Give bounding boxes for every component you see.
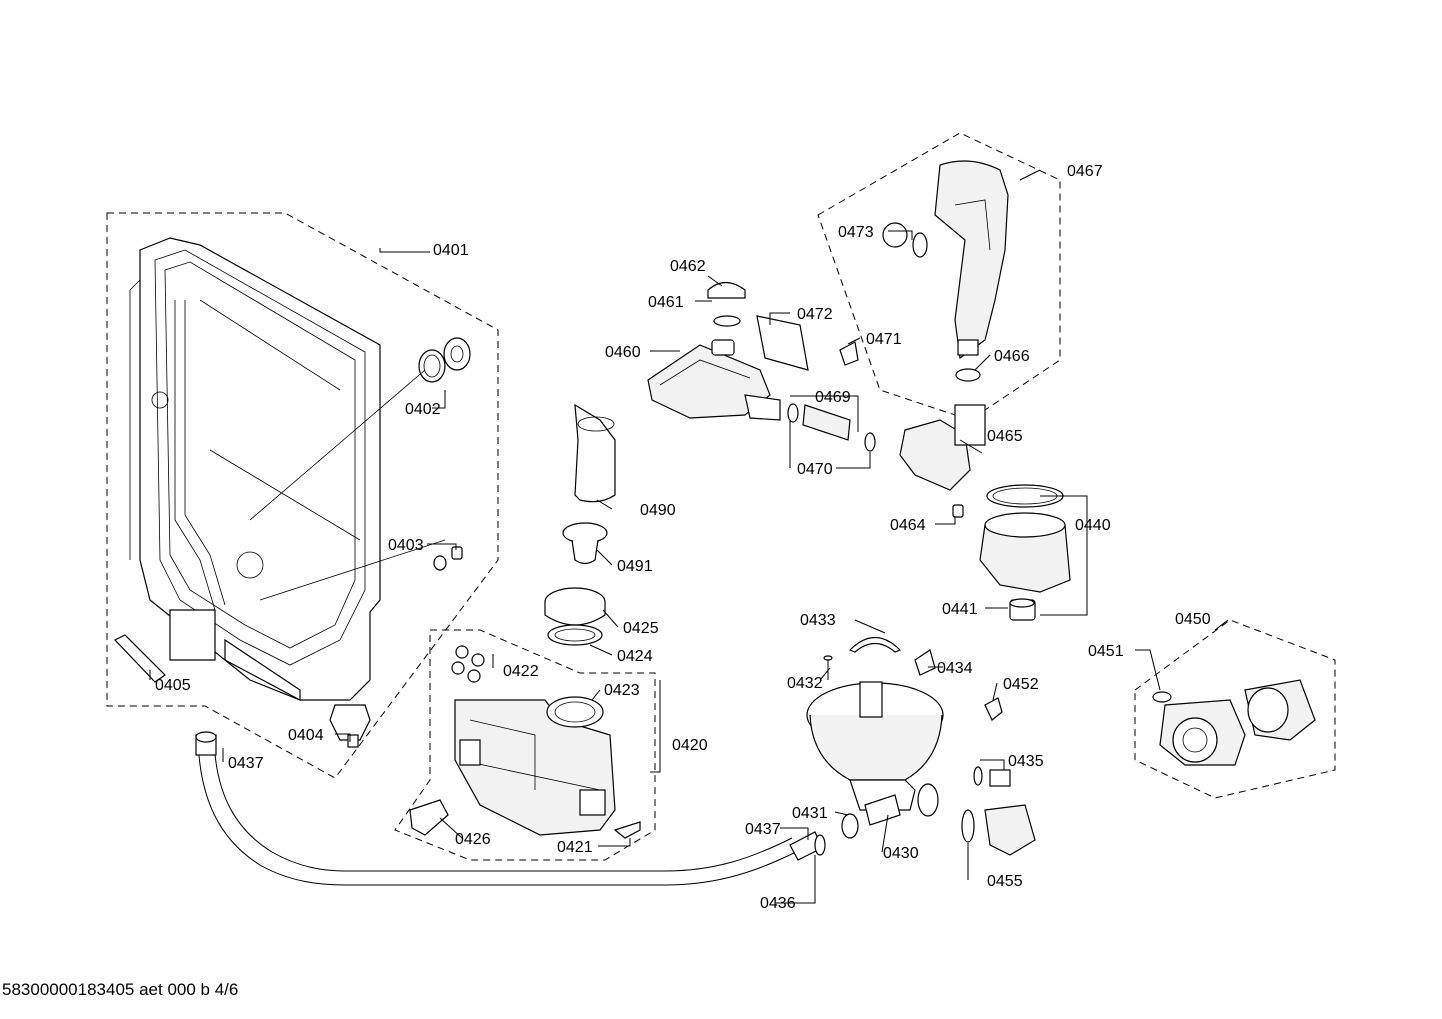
heat-pump-0450 — [1159, 679, 1316, 766]
label-0491: 0491 — [617, 558, 653, 575]
connector-0404 — [329, 704, 371, 748]
air-duct-0467 — [934, 160, 1009, 360]
ring-0466 — [955, 368, 981, 382]
group-outline-heat-pump — [1134, 619, 1336, 799]
seal-set-0422 — [451, 645, 485, 683]
label-0434: 0434 — [937, 660, 973, 677]
label-0470: 0470 — [797, 461, 833, 478]
door-inner-panel — [129, 237, 381, 701]
clip-0434 — [914, 649, 936, 676]
water-softener-unit — [454, 696, 616, 836]
clip-0405 — [114, 634, 166, 683]
label-0430: 0430 — [883, 845, 919, 862]
label-0401: 0401 — [433, 242, 469, 259]
label-0460: 0460 — [605, 344, 641, 361]
leader-lines — [149, 169, 1229, 904]
label-0464: 0464 — [890, 517, 926, 534]
label-0467: 0467 — [1067, 163, 1103, 180]
label-0452: 0452 — [1003, 676, 1039, 693]
ring-0424 — [547, 624, 603, 646]
sump-0430 — [806, 681, 944, 826]
seal-0433 — [848, 636, 902, 653]
label-0424: 0424 — [617, 648, 653, 665]
label-0437-top: 0437 — [228, 755, 264, 772]
small-parts-0403 — [433, 546, 463, 571]
label-0437-bottom: 0437 — [745, 821, 781, 838]
label-0425: 0425 — [623, 620, 659, 637]
funnel-0490 — [574, 403, 616, 503]
label-0431: 0431 — [792, 805, 828, 822]
label-0441: 0441 — [942, 601, 978, 618]
connector-0431 — [841, 813, 859, 839]
screw-0432 — [823, 655, 833, 680]
label-0490: 0490 — [640, 502, 676, 519]
pump-housing-0440 — [979, 512, 1071, 593]
nozzle-0491 — [562, 522, 608, 565]
label-0471: 0471 — [866, 331, 902, 348]
document-code: 58300000183405 aet 000 b 4/6 — [2, 980, 239, 999]
label-0455: 0455 — [987, 873, 1023, 890]
ring-0461 — [713, 315, 741, 327]
label-0472: 0472 — [797, 306, 833, 323]
label-0402: 0402 — [405, 401, 441, 418]
clip-0421 — [613, 821, 641, 839]
label-0436: 0436 — [760, 895, 796, 912]
reservoir-0460 — [647, 339, 781, 421]
label-0451: 0451 — [1088, 643, 1124, 660]
plug-0464 — [952, 504, 964, 518]
drain-hose — [195, 731, 826, 886]
impeller-0441 — [1009, 598, 1036, 621]
valve-0465 — [899, 404, 986, 491]
label-0473: 0473 — [838, 224, 874, 241]
valve-0435 — [973, 766, 1011, 787]
label-0450: 0450 — [1175, 611, 1211, 628]
hose-filter-0469 — [787, 403, 876, 452]
label-0465: 0465 — [987, 428, 1023, 445]
part-0452 — [984, 697, 1003, 721]
label-0405: 0405 — [155, 677, 191, 694]
fan-0473 — [882, 222, 928, 258]
label-0466: 0466 — [994, 348, 1030, 365]
pump-0455 — [961, 804, 1036, 856]
label-0461: 0461 — [648, 294, 684, 311]
label-0440: 0440 — [1075, 517, 1111, 534]
label-0421: 0421 — [557, 839, 593, 856]
label-0433: 0433 — [800, 612, 836, 629]
label-0426: 0426 — [455, 831, 491, 848]
label-0404: 0404 — [288, 727, 324, 744]
clip-0471 — [839, 341, 859, 366]
label-0435: 0435 — [1008, 753, 1044, 770]
plate-0472 — [756, 315, 809, 371]
group-outline-door-panel — [106, 212, 499, 779]
label-0462: 0462 — [670, 258, 706, 275]
clamp-0451 — [1152, 691, 1172, 703]
label-0432: 0432 — [787, 675, 823, 692]
label-0469: 0469 — [815, 389, 851, 406]
label-0423: 0423 — [604, 682, 640, 699]
cap-0462 — [707, 281, 746, 299]
ring-seal-0402 — [418, 337, 471, 383]
label-0422: 0422 — [503, 663, 539, 680]
cap-0425 — [544, 587, 606, 626]
connector-0426 — [409, 799, 449, 836]
label-0403: 0403 — [388, 537, 424, 554]
label-0420: 0420 — [672, 737, 708, 754]
